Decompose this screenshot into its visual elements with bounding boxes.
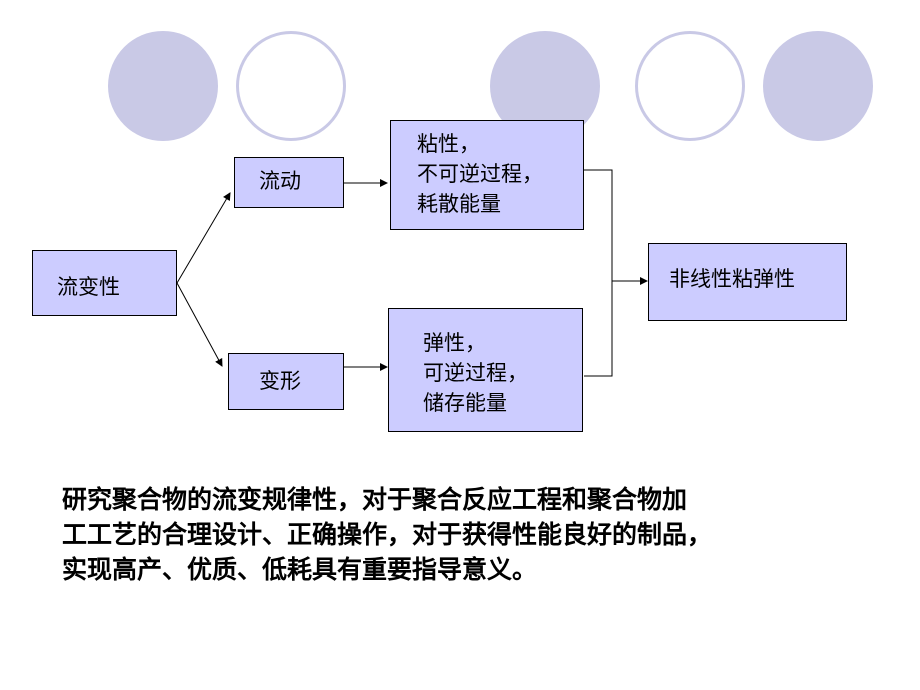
node-elastic-line: 弹性， bbox=[423, 331, 486, 355]
node-elastic: 弹性， 可逆过程， 储存能量 bbox=[388, 308, 583, 432]
description-paragraph: 研究聚合物的流变规律性，对于聚合反应工程和聚合物加 工工艺的合理设计、正确操作，… bbox=[62, 482, 862, 587]
decor-circle-2 bbox=[236, 31, 346, 141]
node-viscous-line: 耗散能量 bbox=[417, 192, 501, 216]
node-viscoelastic-label: 非线性粘弹性 bbox=[669, 267, 795, 291]
node-viscoelastic: 非线性粘弹性 bbox=[648, 243, 847, 321]
node-viscous: 粘性， 不可逆过程， 耗散能量 bbox=[390, 120, 584, 230]
paragraph-line: 工工艺的合理设计、正确操作，对于获得性能良好的制品， bbox=[62, 520, 713, 549]
paragraph-line: 研究聚合物的流变规律性，对于聚合反应工程和聚合物加 bbox=[62, 485, 688, 514]
node-viscous-line: 不可逆过程， bbox=[417, 162, 543, 186]
node-elastic-line: 可逆过程， bbox=[423, 361, 528, 385]
node-flow: 流动 bbox=[234, 157, 344, 208]
arrow-rheology-to-deformation bbox=[176, 282, 223, 367]
bracket-merge bbox=[584, 169, 613, 377]
node-viscous-line: 粘性， bbox=[417, 132, 480, 156]
node-rheology-label: 流变性 bbox=[57, 275, 120, 299]
arrow-rheology-to-flow bbox=[176, 192, 231, 284]
node-deformation-label: 变形 bbox=[259, 369, 301, 393]
node-elastic-line: 储存能量 bbox=[423, 391, 507, 415]
decor-circle-1 bbox=[108, 31, 218, 141]
node-deformation: 变形 bbox=[228, 353, 344, 410]
paragraph-line: 实现高产、优质、低耗具有重要指导意义。 bbox=[62, 555, 538, 584]
node-flow-label: 流动 bbox=[259, 169, 301, 193]
decor-circle-5 bbox=[763, 31, 873, 141]
decor-circle-4 bbox=[635, 31, 745, 141]
node-rheology: 流变性 bbox=[32, 250, 177, 316]
